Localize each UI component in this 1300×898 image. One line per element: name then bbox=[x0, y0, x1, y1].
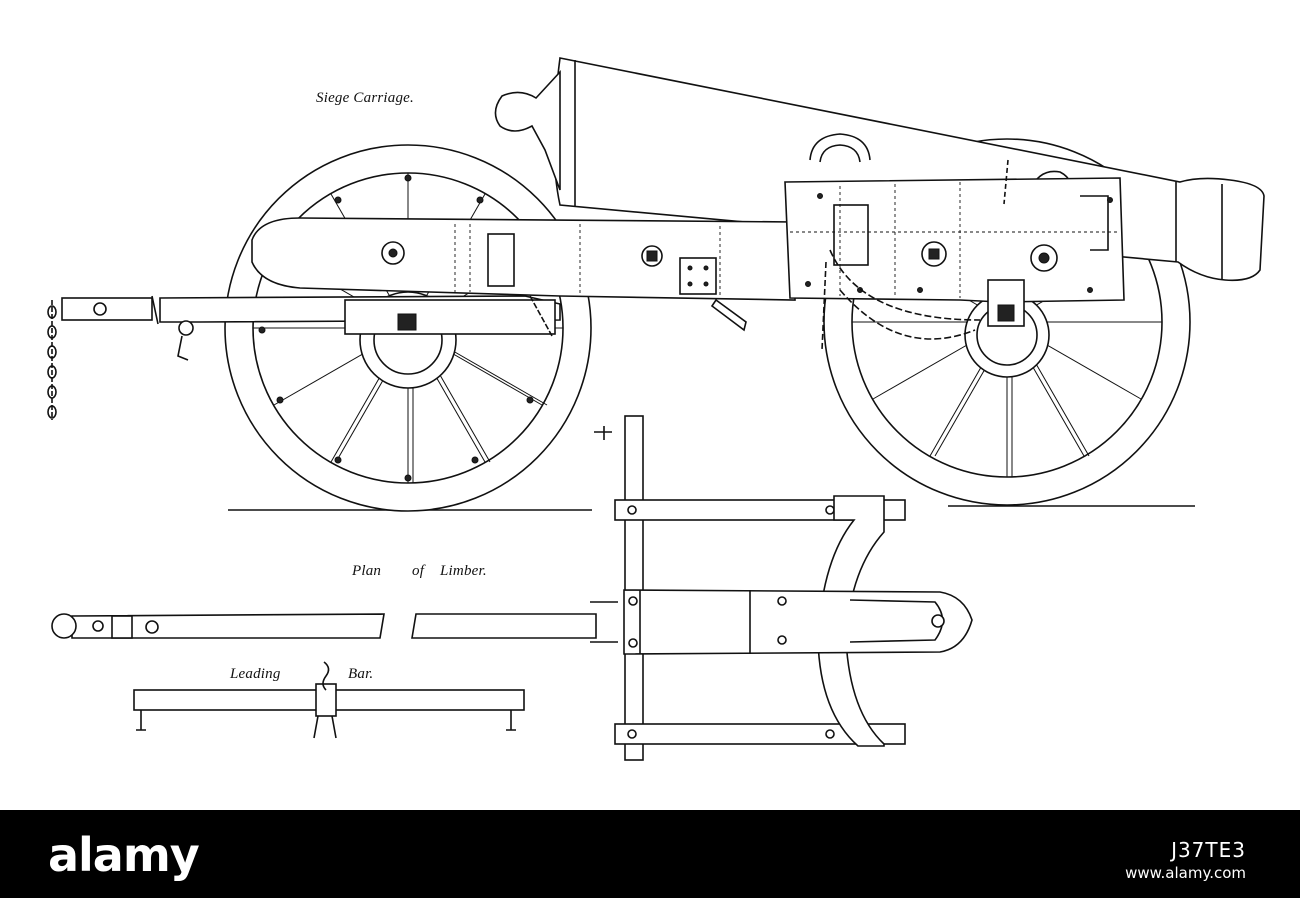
caption-bar: Bar. bbox=[348, 666, 374, 682]
watermark-banner: alamy J37TE3 www.alamy.com bbox=[0, 810, 1300, 898]
site-url: www.alamy.com bbox=[1125, 864, 1246, 882]
alamy-logo: alamy bbox=[48, 828, 200, 882]
caption-plan: Plan bbox=[352, 563, 382, 579]
engraving-drawing bbox=[47, 57, 1265, 761]
image-id: J37TE3 bbox=[1171, 838, 1246, 862]
gun-carriage bbox=[251, 177, 1125, 332]
caption-siege-carriage: Siege Carriage. bbox=[316, 90, 414, 106]
leading-bar bbox=[133, 661, 525, 739]
limber-pole bbox=[51, 613, 597, 639]
caption-limber: Limber. bbox=[440, 563, 487, 579]
chains bbox=[47, 159, 1009, 420]
trail-beam bbox=[61, 295, 561, 361]
caption-leading: Leading bbox=[230, 666, 281, 682]
caption-of: of bbox=[412, 563, 425, 579]
limber-plan bbox=[590, 415, 973, 761]
